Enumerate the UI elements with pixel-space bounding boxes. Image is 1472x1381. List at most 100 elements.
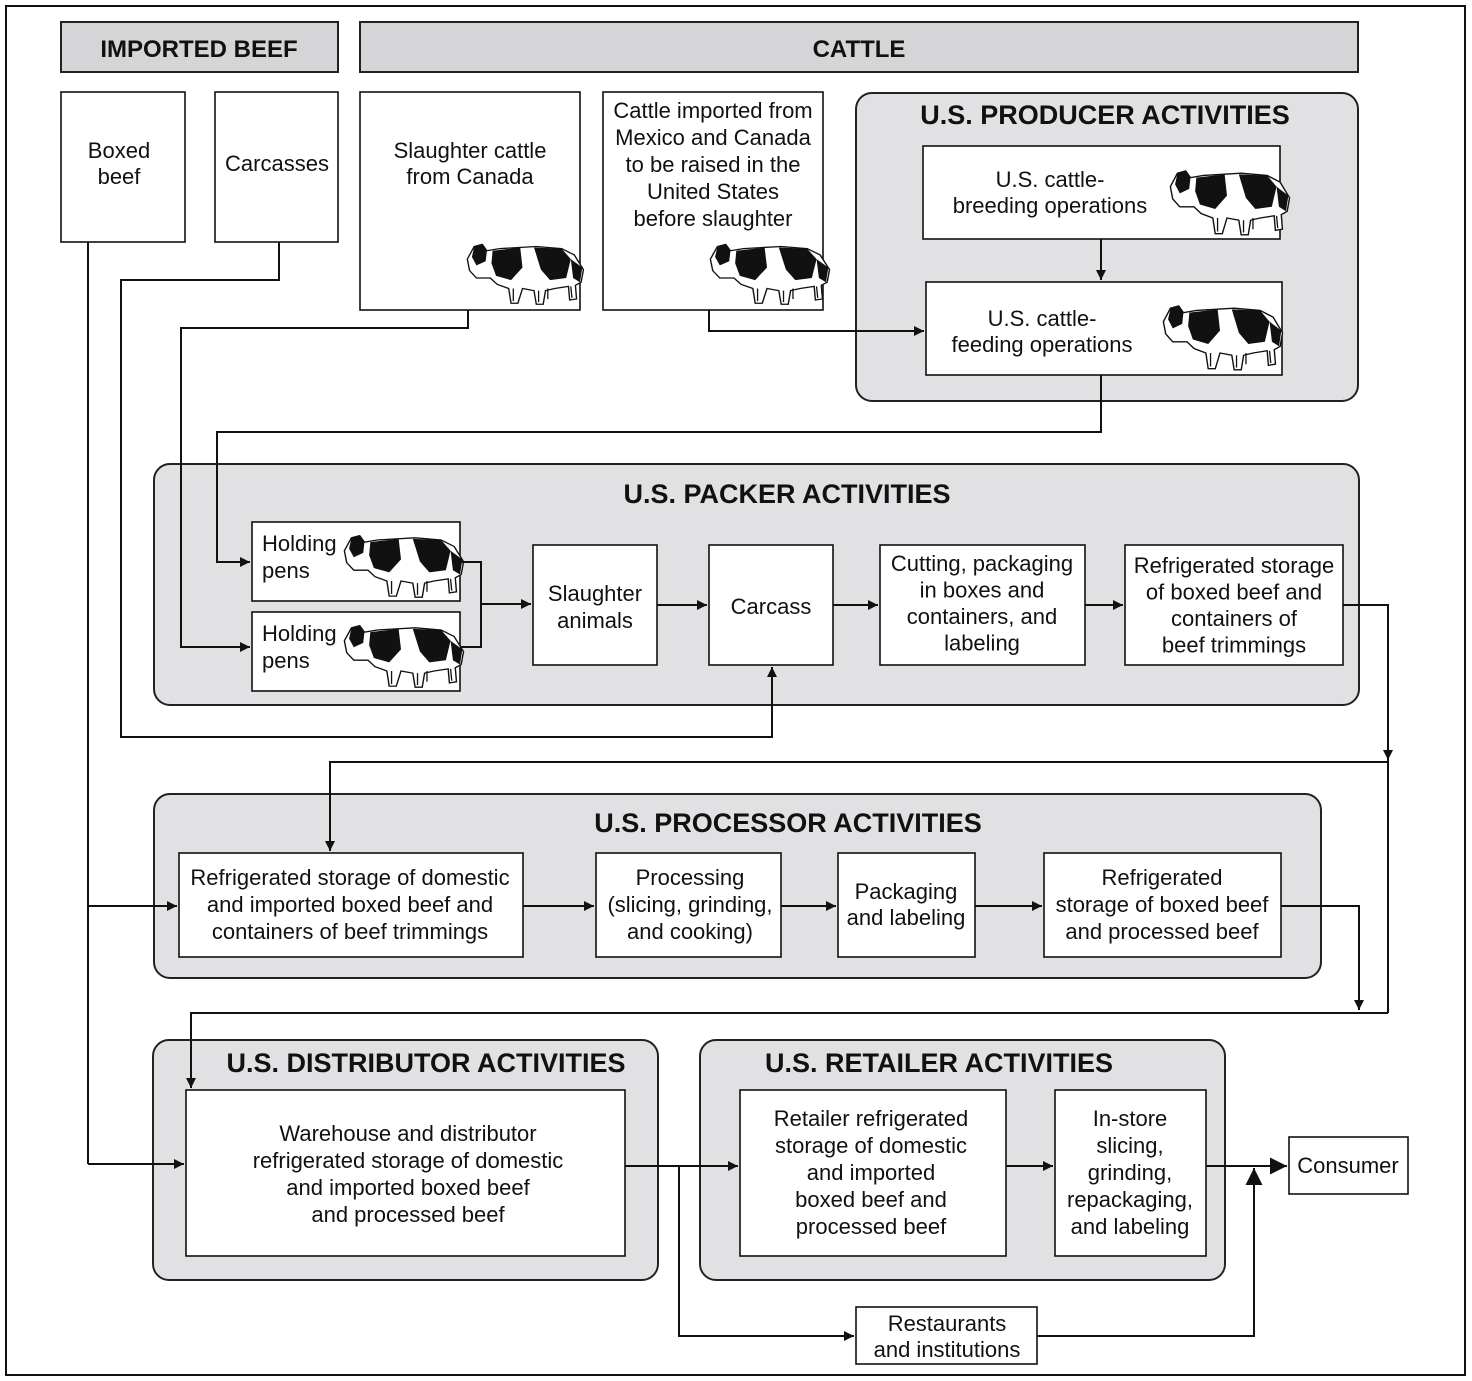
cattle-header (359, 21, 1359, 73)
boxed-beef-box (60, 91, 186, 243)
label-line: Retailer refrigerated (774, 1106, 968, 1131)
label-line: and labeling (1071, 1214, 1190, 1239)
label-line: repackaging, (1067, 1187, 1193, 1212)
connectors (87, 239, 1393, 1341)
label-line: animals (557, 608, 633, 633)
warehouse-box (185, 1089, 626, 1257)
label-line: Holding (262, 621, 337, 646)
label-line: Refrigerated (1101, 865, 1222, 890)
label-line: feeding operations (951, 332, 1132, 357)
label-line: and cooking) (627, 919, 753, 944)
carcass-box (708, 544, 834, 666)
label-line: Refrigerated storage (1134, 553, 1335, 578)
arrow-trunk-to-warehouse (186, 1012, 1388, 1088)
label-line: storage of boxed beef (1056, 892, 1270, 917)
retailer-title: U.S. RETAILER ACTIVITIES (765, 1048, 1113, 1078)
distributor-title: U.S. DISTRIBUTOR ACTIVITIES (226, 1048, 625, 1078)
label-line: and labeling (847, 905, 966, 930)
label-line: breeding operations (953, 193, 1147, 218)
label-line: Holding (262, 531, 337, 556)
label-line: and imported (807, 1160, 935, 1185)
label-line: and imported boxed beef (286, 1175, 530, 1200)
instore-box (1054, 1089, 1207, 1257)
label-line: to be raised in the (626, 152, 801, 177)
label-line: Packaging (855, 879, 958, 904)
label-line: storage of domestic (775, 1133, 967, 1158)
carcass-label: Carcass (731, 594, 812, 619)
label-line: in boxes and (920, 578, 1045, 603)
label-line: processed beef (796, 1214, 947, 1239)
feeding-label: U.S. cattle-feeding operations (951, 306, 1132, 357)
label-line: Consumer (1297, 1153, 1398, 1178)
label-line: of boxed beef and (1146, 580, 1322, 605)
label-line: (slicing, grinding, (607, 892, 772, 917)
label-line: In-store (1093, 1106, 1168, 1131)
label-line: Carcass (731, 594, 812, 619)
label-line: pens (262, 558, 310, 583)
slaughter-animals-box (532, 544, 658, 666)
label-line: boxed beef and (795, 1187, 947, 1212)
consumer-box (1288, 1136, 1409, 1195)
label-line: beef trimmings (1162, 633, 1306, 658)
label-line: containers of beef trimmings (212, 919, 488, 944)
label-line: containers, and (907, 604, 1057, 629)
packaging-box (837, 852, 976, 958)
imported-beef-header-text: IMPORTED BEEF (100, 36, 297, 63)
packer-refrigerated-box (1124, 544, 1344, 666)
label-line: and institutions (874, 1337, 1021, 1362)
label-line: and processed beef (1065, 919, 1259, 944)
label-line: Refrigerated storage of domestic (190, 865, 509, 890)
label-line: Cattle imported from (613, 98, 812, 123)
cattle-header-text: CATTLE (813, 36, 906, 63)
label-line: slicing, (1096, 1133, 1163, 1158)
imported-beef-header (60, 21, 339, 73)
label-line: and processed beef (311, 1202, 505, 1227)
outer-frame (5, 5, 1466, 1376)
label-line: Mexico and Canada (615, 125, 811, 150)
label-line: from Canada (406, 164, 534, 189)
arrow-restaurants-to-consumer (1037, 1168, 1263, 1337)
arrow-packer-to-trunk (1343, 604, 1393, 760)
arrow-trunk-to-processor (325, 761, 1388, 851)
label-line: Slaughter cattle (394, 138, 547, 163)
label-line: pens (262, 648, 310, 673)
label-line: United States (647, 179, 779, 204)
retailer-storage-box (739, 1089, 1007, 1257)
label-line: before slaughter (634, 206, 793, 231)
cutting-box (879, 544, 1086, 666)
processor-storage-box (178, 852, 524, 958)
label-line: grinding, (1088, 1160, 1172, 1185)
label-line: U.S. cattle- (988, 306, 1097, 331)
label-line: refrigerated storage of domestic (253, 1148, 564, 1173)
label-line: Slaughter (548, 581, 642, 606)
packer-title: U.S. PACKER ACTIVITIES (623, 479, 950, 509)
label-line: and imported boxed beef and (207, 892, 493, 917)
label-line: containers of (1171, 606, 1298, 631)
producer-title: U.S. PRODUCER ACTIVITIES (920, 100, 1290, 130)
arrow-imported-to-feeding (708, 310, 924, 336)
label-line: labeling (944, 631, 1020, 656)
arrow-canada-to-holding-2 (180, 310, 469, 652)
processor-title: U.S. PROCESSOR ACTIVITIES (594, 808, 982, 838)
label-line: Boxed (88, 138, 150, 163)
processor-refrigerated-box (1043, 852, 1282, 958)
arrow-processor-to-trunk (1281, 905, 1364, 1010)
breeding-label: U.S. cattle-breeding operations (953, 167, 1147, 218)
label-line: Warehouse and distributor (279, 1121, 536, 1146)
arrow-feeding-to-holding-1 (216, 375, 1102, 567)
label-line: Restaurants (888, 1311, 1007, 1336)
